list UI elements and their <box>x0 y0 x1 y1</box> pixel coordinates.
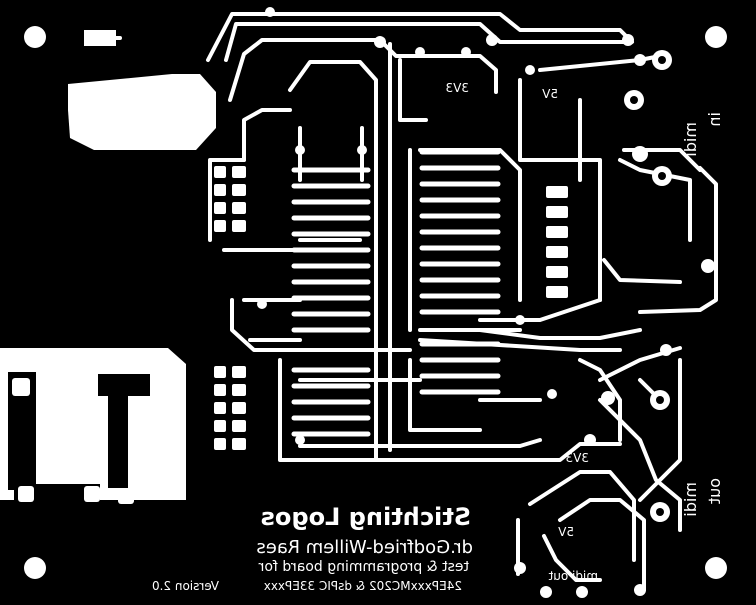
mounting-hole-bottom-right <box>705 557 727 579</box>
mounting-hole-top-left <box>24 26 46 48</box>
pads <box>91 7 715 598</box>
v3v3-top-label: 3V3 <box>446 81 469 95</box>
signal-traces <box>96 12 718 592</box>
desc-line-2: 24EPxxxMC202 & dsPIC 33EPxxx <box>264 579 462 593</box>
ground-pour-cutouts <box>8 372 174 504</box>
ic-left-pins <box>291 167 371 437</box>
midi-out-bottom-label: midi out <box>548 569 598 583</box>
v5-bottom-label: 5V <box>557 525 574 539</box>
board-text: Stichting Logos dr.Godfried-Willem Raes … <box>117 81 724 593</box>
v3v3-bottom-label: 3V3 <box>566 451 589 465</box>
v5-top-label: 5V <box>541 87 558 101</box>
mounting-holes <box>24 26 727 579</box>
version-label: Version 2.0 <box>152 579 219 593</box>
midi-in-label-line1: midi <box>681 122 700 157</box>
midi-out-label-line1: midi <box>681 482 700 517</box>
ic-right-pins <box>419 149 501 395</box>
author-line: dr.Godfried-Willem Raes <box>256 537 473 558</box>
power-pour-5v <box>68 74 216 150</box>
org-title: Stichting Logos <box>261 503 471 531</box>
midi-out-label-line2: out <box>705 478 724 504</box>
midi-in-label-line2: in <box>705 112 724 127</box>
plus5v-label: +5V <box>117 103 152 122</box>
mounting-hole-bottom-left <box>24 557 46 579</box>
desc-line-1: test & programming board for <box>258 559 469 575</box>
mounting-hole-top-right <box>705 26 727 48</box>
pad-holes <box>630 56 666 516</box>
